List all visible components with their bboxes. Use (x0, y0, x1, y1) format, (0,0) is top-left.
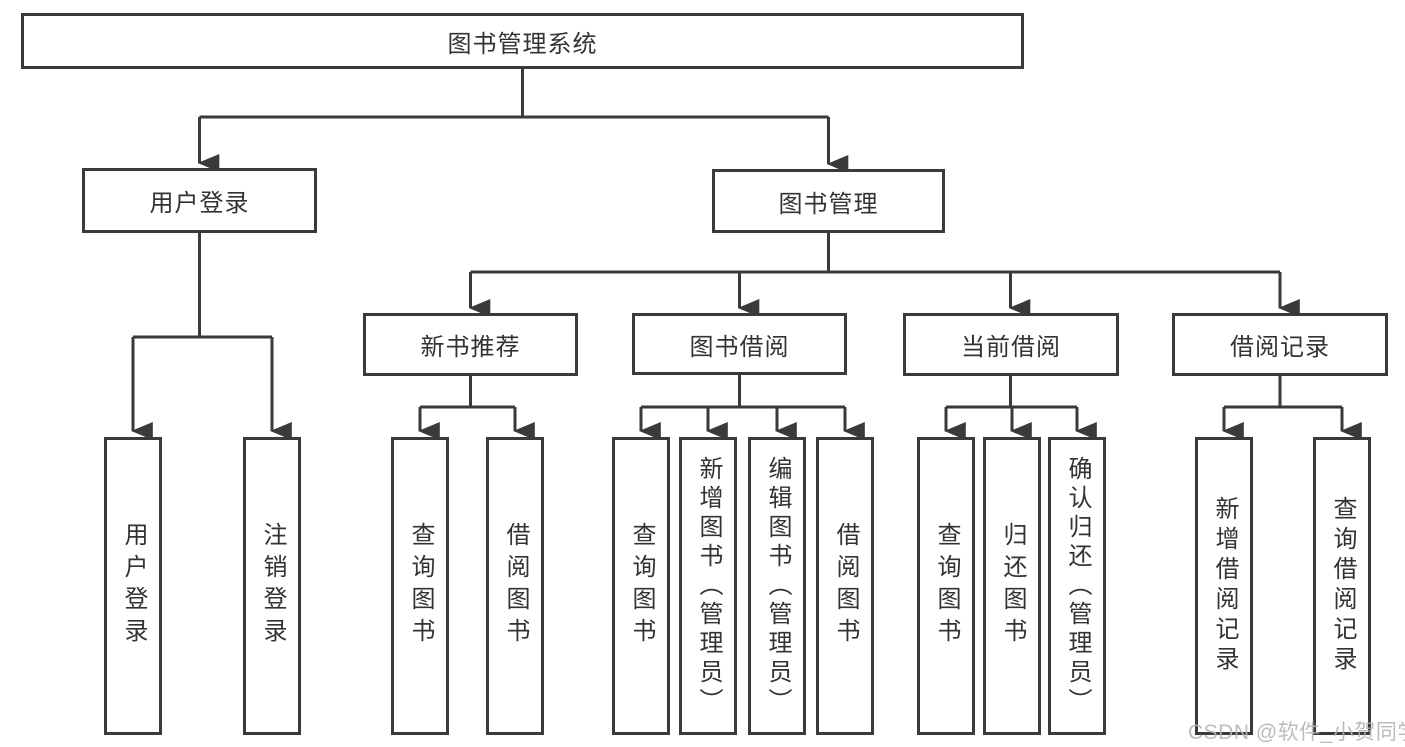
leaf-cb-return-books: 归还图书 (983, 437, 1041, 735)
leaf-br-query-record: 查询借阅记录 (1313, 437, 1371, 735)
node-root: 图书管理系统 (21, 13, 1024, 69)
node-book-management: 图书管理 (712, 169, 945, 233)
leaf-nb-query-books: 查询图书 (391, 437, 449, 735)
node-new-book-recommend: 新书推荐 (363, 313, 578, 376)
node-current-borrow: 当前借阅 (903, 313, 1119, 376)
leaf-cb-confirm-return: 确认归还（管理员） (1048, 437, 1106, 735)
leaf-bb-add-books: 新增图书（管理员） (679, 437, 737, 735)
node-borrow-records: 借阅记录 (1172, 313, 1388, 376)
leaf-bb-query-books: 查询图书 (612, 437, 670, 735)
csdn-watermark: CSDN @软件_小贺同学 (1188, 721, 1405, 744)
leaf-cb-query-books: 查询图书 (917, 437, 975, 735)
leaf-br-add-record: 新增借阅记录 (1195, 437, 1253, 735)
leaf-user-login: 用户登录 (104, 437, 162, 735)
node-user-login: 用户登录 (82, 168, 317, 233)
node-book-borrow: 图书借阅 (632, 313, 847, 375)
leaf-nb-borrow-books: 借阅图书 (486, 437, 544, 735)
leaf-bb-edit-books: 编辑图书（管理员） (748, 437, 806, 735)
leaf-logout: 注销登录 (243, 437, 301, 735)
leaf-bb-borrow-books: 借阅图书 (816, 437, 874, 735)
